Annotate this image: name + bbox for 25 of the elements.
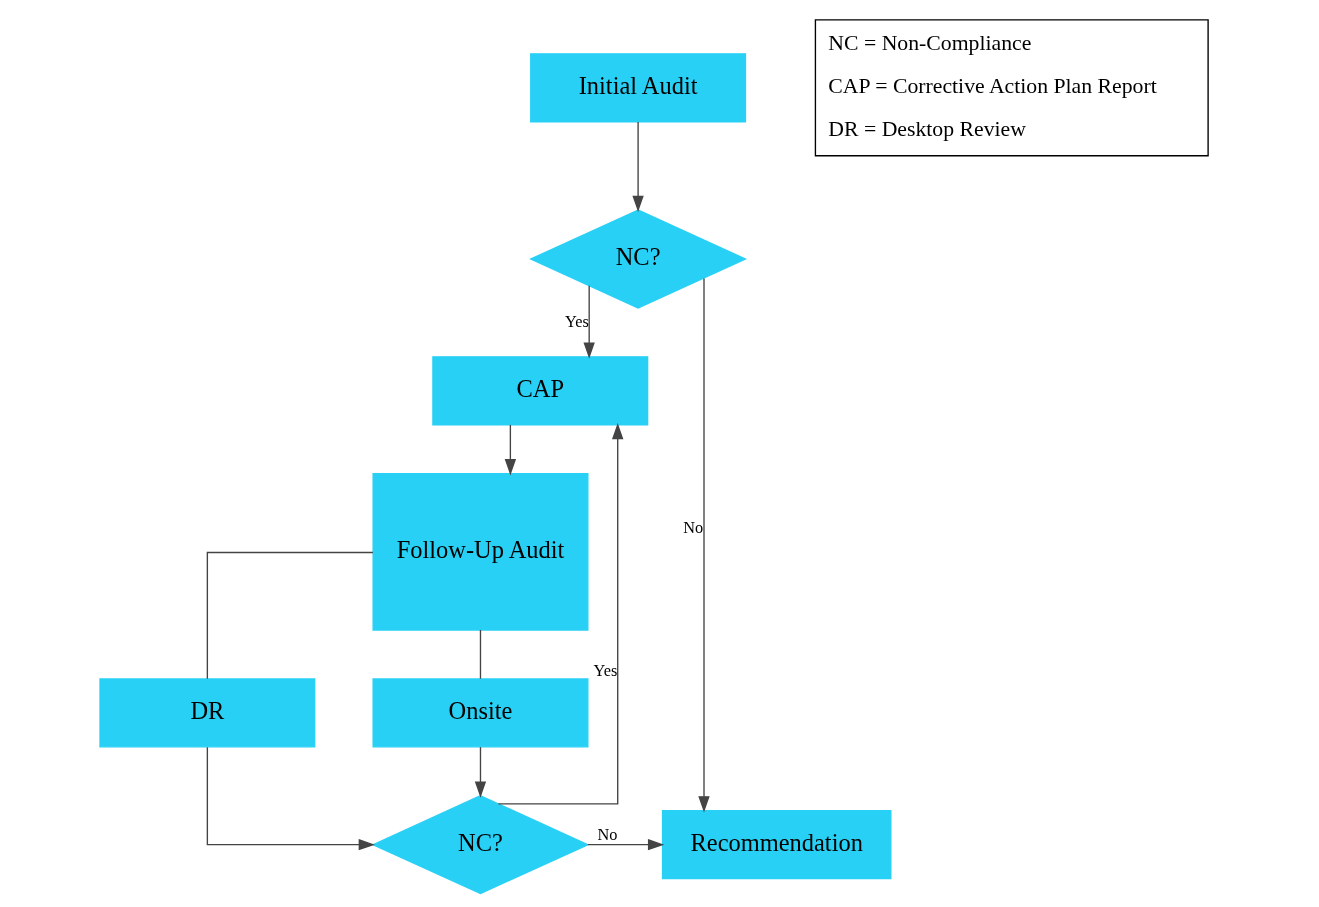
arrow — [474, 745, 487, 798]
node-box: DR — [99, 677, 316, 747]
node-box: Initial Audit — [530, 52, 747, 122]
node-box: Recommendation — [661, 809, 892, 879]
connector — [206, 551, 374, 680]
arrow — [632, 120, 644, 212]
arrow — [583, 284, 595, 359]
edge-label: Yes — [593, 660, 618, 680]
arrow — [206, 745, 375, 850]
node-diamond: NC? — [529, 208, 748, 309]
edge-label: No — [683, 517, 704, 537]
arrow — [497, 422, 624, 805]
node-box: CAP — [432, 355, 649, 425]
arrow — [504, 423, 517, 475]
connector — [479, 628, 482, 679]
arrow — [587, 838, 665, 850]
label: NC = Non-Compliance — [828, 29, 1032, 54]
label: DR = Desktop Review — [828, 116, 1026, 141]
node-box: Follow-Up Audit — [372, 472, 589, 631]
arrow — [698, 277, 710, 812]
edge-label: No — [597, 824, 618, 844]
node-box: Onsite — [372, 677, 589, 747]
label: CAP = Corrective Action Plan Report — [828, 73, 1157, 98]
node-diamond: NC? — [371, 794, 590, 894]
edge-label: Yes — [565, 311, 589, 331]
